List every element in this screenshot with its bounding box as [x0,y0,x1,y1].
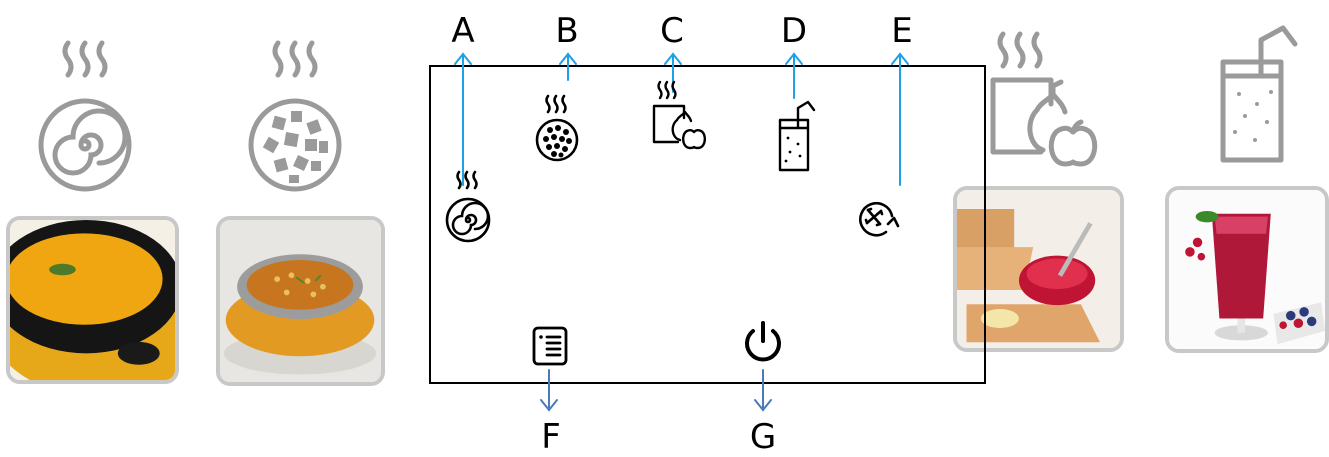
label-a: A [451,11,475,51]
smoothie-button-icon[interactable] [772,98,818,174]
compote-large-icon [990,31,1098,167]
arrow-f [540,369,558,412]
control-panel [429,65,986,384]
soup-chunky-large-icon [248,40,342,192]
fan-reset-button-icon[interactable] [854,196,900,240]
arrow-d [785,52,803,99]
jam-toast-photo [953,186,1124,352]
label-b: B [555,11,579,51]
soup-smooth-large-icon [38,40,132,192]
creamy-soup-photo [6,216,179,384]
chunky-soup-photo [216,216,385,386]
arrow-g [754,369,772,412]
power-button-icon[interactable] [741,319,785,365]
menu-button-icon[interactable] [531,325,569,367]
compote-button-icon[interactable] [640,78,710,150]
label-d: D [780,11,808,51]
arrow-e [891,52,909,186]
label-e: E [891,11,913,51]
label-f: F [541,417,561,457]
soup-smooth-button-icon[interactable] [443,168,493,248]
arrow-a [454,52,472,186]
label-c: C [660,11,684,51]
label-g: G [749,417,777,457]
arrow-b [559,52,577,81]
soup-chunky-button-icon[interactable] [532,92,582,164]
smoothie-photo [1165,186,1329,353]
smoothie-large-icon [1220,25,1298,163]
